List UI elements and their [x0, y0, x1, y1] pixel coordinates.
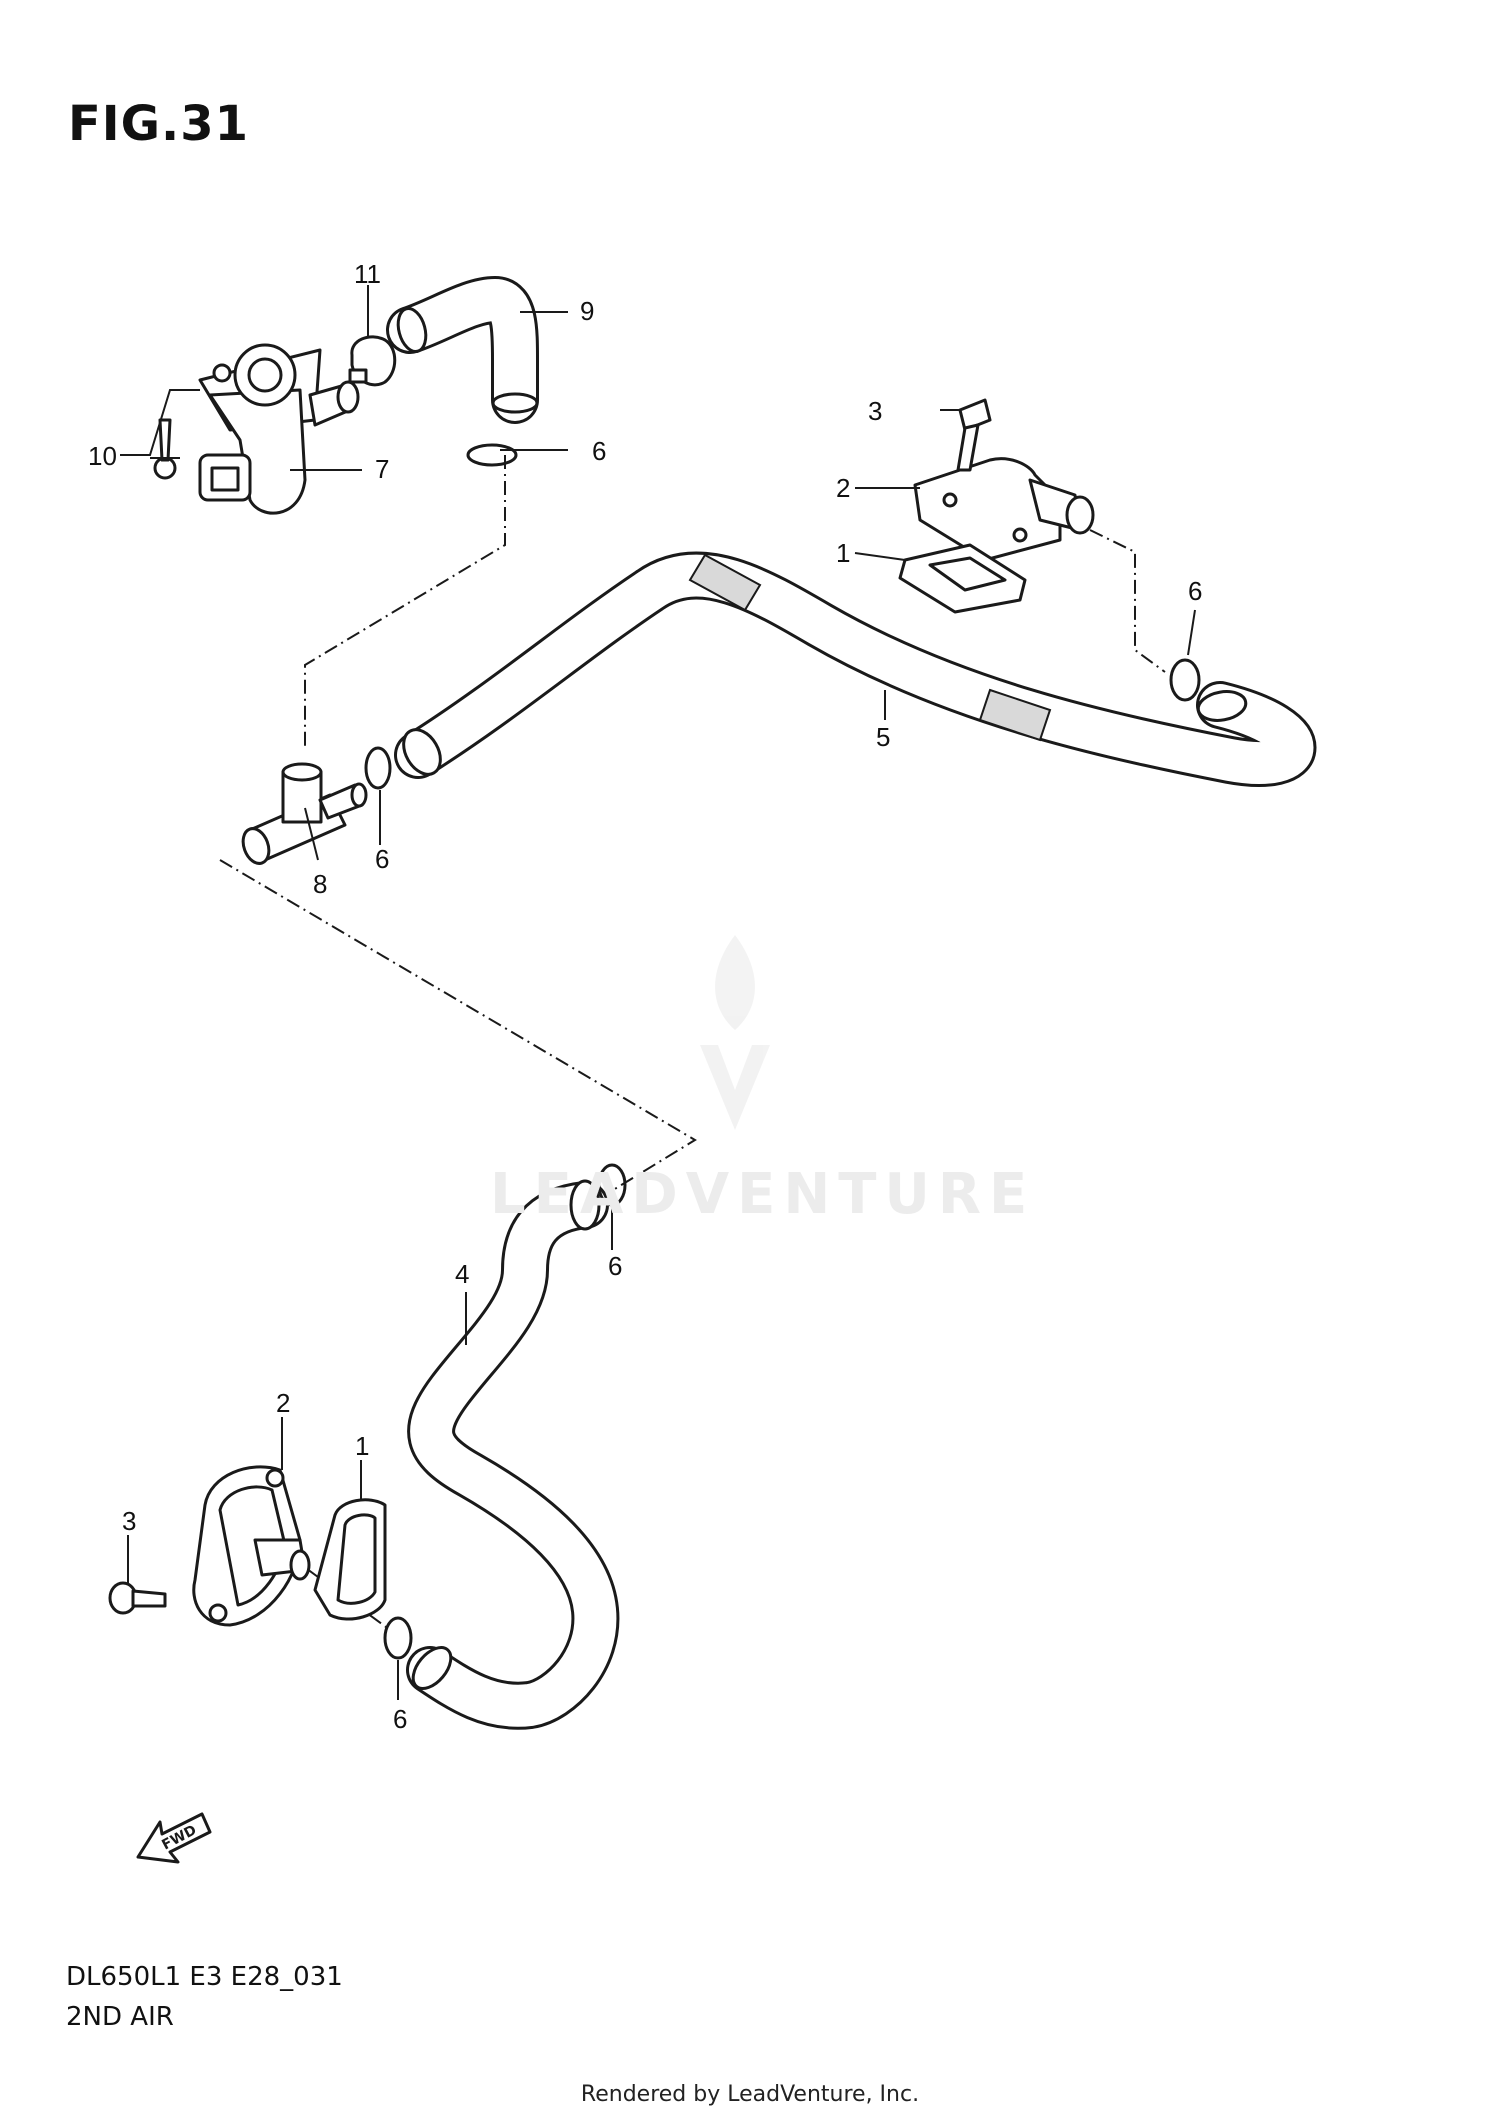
watermark-text: LEADVENTURE [490, 1162, 1036, 1227]
callout-1-top: 1 [836, 538, 850, 568]
callout-3-top: 3 [868, 396, 882, 426]
forward-arrow-icon: FWD [136, 1812, 212, 1864]
screw-10-icon [150, 418, 180, 480]
joint-pipe-8 [241, 762, 368, 865]
callout-1-bottom: 1 [355, 1431, 369, 1461]
callout-6-b: 6 [1188, 576, 1202, 606]
hose-4 [406, 1179, 620, 1730]
callout-leader-lines [120, 285, 1196, 1700]
bolt-3-top-icon [956, 398, 992, 472]
model-code: DL650L1 E3 E28_031 [66, 1962, 343, 1992]
callout-2-top: 2 [836, 473, 850, 503]
callout-5: 5 [876, 722, 890, 752]
hose-9 [386, 276, 539, 424]
callout-2-bottom: 2 [276, 1388, 290, 1418]
reed-valve-cover-2-top [913, 457, 1095, 562]
callout-11: 11 [354, 259, 381, 289]
connection-guide-lines [219, 455, 1166, 1631]
reed-valve-1-top [898, 543, 1027, 614]
callout-9: 9 [580, 296, 594, 326]
figure-label: FIG.31 [68, 96, 250, 152]
air-control-valve-7 [198, 343, 360, 515]
hose-5 [394, 551, 1316, 787]
footer-credit: Rendered by LeadVenture, Inc. [580, 2082, 920, 2107]
callout-6-d: 6 [608, 1251, 622, 1281]
callout-4: 4 [455, 1259, 469, 1289]
callout-10: 10 [88, 441, 117, 471]
callout-numbers: 11 9 6 7 10 3 2 1 6 5 6 8 6 4 2 1 3 6 [88, 259, 1202, 1734]
reed-valve-cover-2-bottom [192, 1465, 311, 1627]
callout-6-a: 6 [592, 436, 606, 466]
reed-valve-1-bottom [313, 1498, 387, 1621]
section-name: 2ND AIR [66, 2002, 174, 2032]
clamp-11-icon [348, 335, 397, 387]
bolt-3-bottom-icon [108, 1581, 167, 1615]
callout-6-e: 6 [393, 1704, 407, 1734]
watermark-logo-icon [700, 935, 770, 1130]
callout-6-c: 6 [375, 844, 389, 874]
callout-7: 7 [375, 454, 389, 484]
callout-3-bottom: 3 [122, 1506, 136, 1536]
callout-8: 8 [313, 869, 327, 899]
